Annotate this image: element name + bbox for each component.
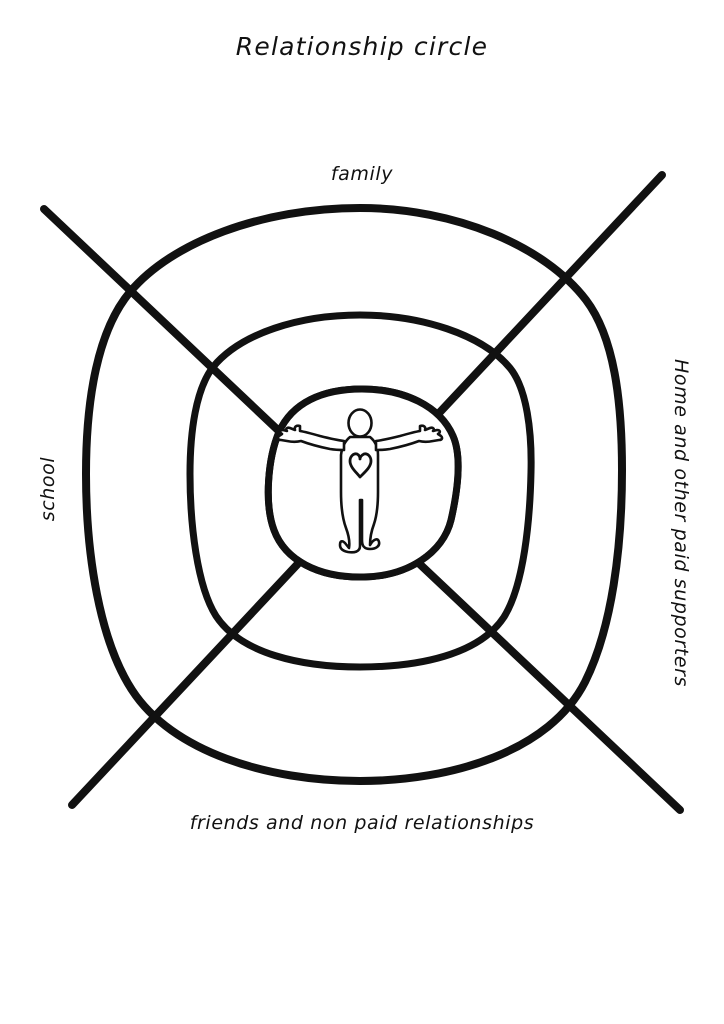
person-left-arm [276, 424, 346, 452]
quadrant-label-friends-and-non-paid-relationships: friends and non paid relationships [189, 812, 535, 834]
page-title: Relationship circle [235, 32, 489, 61]
middle-ring[interactable] [186, 311, 535, 671]
outer-ring[interactable] [82, 204, 626, 785]
person-right-arm [374, 424, 444, 452]
heart-icon [348, 452, 373, 479]
quadrant-label-home-and-paid-supporters: Home and other paid supporters [670, 359, 692, 688]
person-figure [276, 408, 444, 554]
quadrant-label-family: family [330, 163, 394, 185]
person-head [347, 408, 373, 438]
quadrant-label-school: school [37, 456, 59, 522]
